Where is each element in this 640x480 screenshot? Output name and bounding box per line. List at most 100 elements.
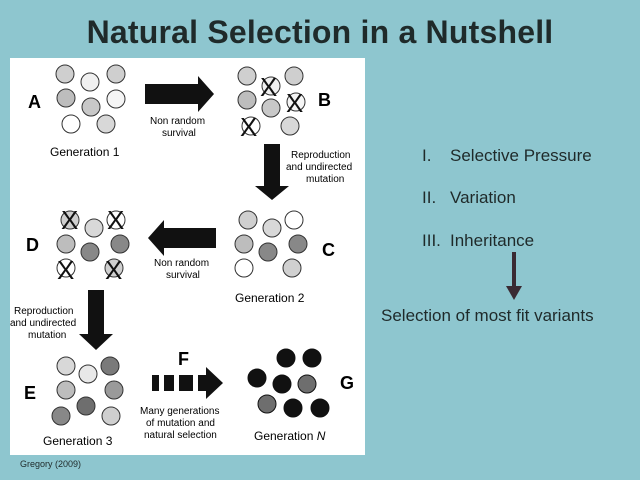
label-b: B [318, 90, 331, 110]
organism-circle [51, 406, 71, 426]
organism-circle [234, 234, 254, 254]
organism-circle [288, 234, 308, 254]
organism-circle [104, 258, 124, 278]
organism-circle [56, 258, 76, 278]
organism-circle [96, 114, 116, 134]
cross-marks-d: X X X X [57, 205, 124, 285]
caption-repro-1: Reproduction [291, 150, 350, 161]
arrow-dash [164, 375, 174, 391]
organism-circle [84, 218, 104, 238]
principle-text: Inheritance [450, 231, 535, 250]
organism-circle [80, 242, 100, 262]
generation-n-prefix: Generation [254, 429, 317, 443]
organism-circle [104, 380, 124, 400]
organism-circle [283, 398, 303, 418]
organism-circle [56, 88, 76, 108]
dashed-arrow [152, 367, 223, 399]
organism-circle [258, 242, 278, 262]
principle-number: III. [422, 231, 441, 250]
organism-circle [297, 374, 317, 394]
cross-mark: X [61, 205, 78, 235]
caption-survival-1b: survival [162, 128, 196, 139]
slide-title: Natural Selection in a Nutshell [86, 14, 554, 50]
principle-text: Selective Pressure [450, 146, 592, 165]
caption-survival-1: Non random [150, 116, 205, 127]
organism-circle [257, 394, 277, 414]
organism-circle [76, 396, 96, 416]
organism-circle [234, 258, 254, 278]
organism-circle [106, 64, 126, 84]
label-g: G [340, 373, 354, 393]
organism-circle [80, 72, 100, 92]
organism-circle [106, 210, 126, 230]
organism-circle [284, 210, 304, 230]
caption-repro-2: Reproduction [14, 306, 73, 317]
generation-n-label: Generation N [254, 429, 326, 443]
organism-circle [81, 97, 101, 117]
cross-mark: X [57, 255, 74, 285]
organism-circle [272, 374, 292, 394]
cross-mark: X [105, 255, 122, 285]
left-arrow [148, 220, 216, 256]
cross-marks-b: X X X [240, 72, 303, 142]
arrow-dash [152, 375, 159, 391]
caption-repro-1b: and undirected [286, 162, 352, 173]
population-c [234, 210, 308, 278]
organism-circle [237, 90, 257, 110]
organism-circle [247, 368, 267, 388]
cross-mark: X [286, 88, 303, 118]
organism-circle [56, 380, 76, 400]
organism-circle [110, 234, 130, 254]
organism-circle [302, 348, 322, 368]
label-f: F [178, 349, 189, 369]
down-arrow [255, 144, 289, 200]
principle-number: I. [422, 146, 432, 165]
organism-circle [60, 210, 80, 230]
organism-circle [56, 234, 76, 254]
cross-mark: X [260, 72, 277, 102]
caption-repro-2b: and undirected [10, 318, 76, 329]
down-arrow [79, 290, 113, 350]
organism-circle [284, 66, 304, 86]
arrow-head [506, 286, 522, 300]
organism-circle [101, 406, 121, 426]
cross-mark: X [107, 205, 124, 235]
generation-3-label: Generation 3 [43, 434, 113, 448]
cross-mark: X [240, 112, 257, 142]
label-a: A [28, 92, 41, 112]
organism-circle [106, 89, 126, 109]
organism-circle [261, 76, 281, 96]
principle-number: II. [422, 188, 437, 207]
right-arrow [145, 76, 214, 112]
arrow-dash [179, 375, 193, 391]
principle-item: II. Variation [422, 188, 516, 208]
down-arrow-icon [506, 252, 522, 300]
principle-text: Variation [450, 188, 516, 207]
arrow-head [198, 367, 223, 399]
organism-circle [282, 258, 302, 278]
organism-circle [238, 210, 258, 230]
diagram-panel: A B C D E F G Generation 1 Non random su… [10, 58, 365, 455]
principle-item: I. Selective Pressure [422, 146, 592, 166]
organism-circle [100, 356, 120, 376]
organism-circle [55, 64, 75, 84]
organism-circle [56, 356, 76, 376]
arrow-shaft [512, 252, 516, 290]
generation-2-label: Generation 2 [235, 291, 305, 305]
organism-circle [262, 218, 282, 238]
caption-survival-2: Non random [154, 258, 209, 269]
caption-repro-2c: mutation [28, 330, 66, 341]
organism-circle [286, 92, 306, 112]
organism-circle [237, 66, 257, 86]
caption-many-generations-b: of mutation and [146, 418, 215, 429]
population-e [51, 356, 124, 426]
population-a [55, 64, 126, 134]
population-b [237, 66, 306, 136]
population-g [247, 348, 330, 418]
result-text: Selection of most fit variants [381, 306, 594, 325]
caption-repro-1c: mutation [306, 174, 344, 185]
caption-many-generations-c: natural selection [144, 430, 217, 441]
population-d [56, 210, 130, 278]
organism-circle [276, 348, 296, 368]
generation-n-variable: N [317, 429, 326, 443]
